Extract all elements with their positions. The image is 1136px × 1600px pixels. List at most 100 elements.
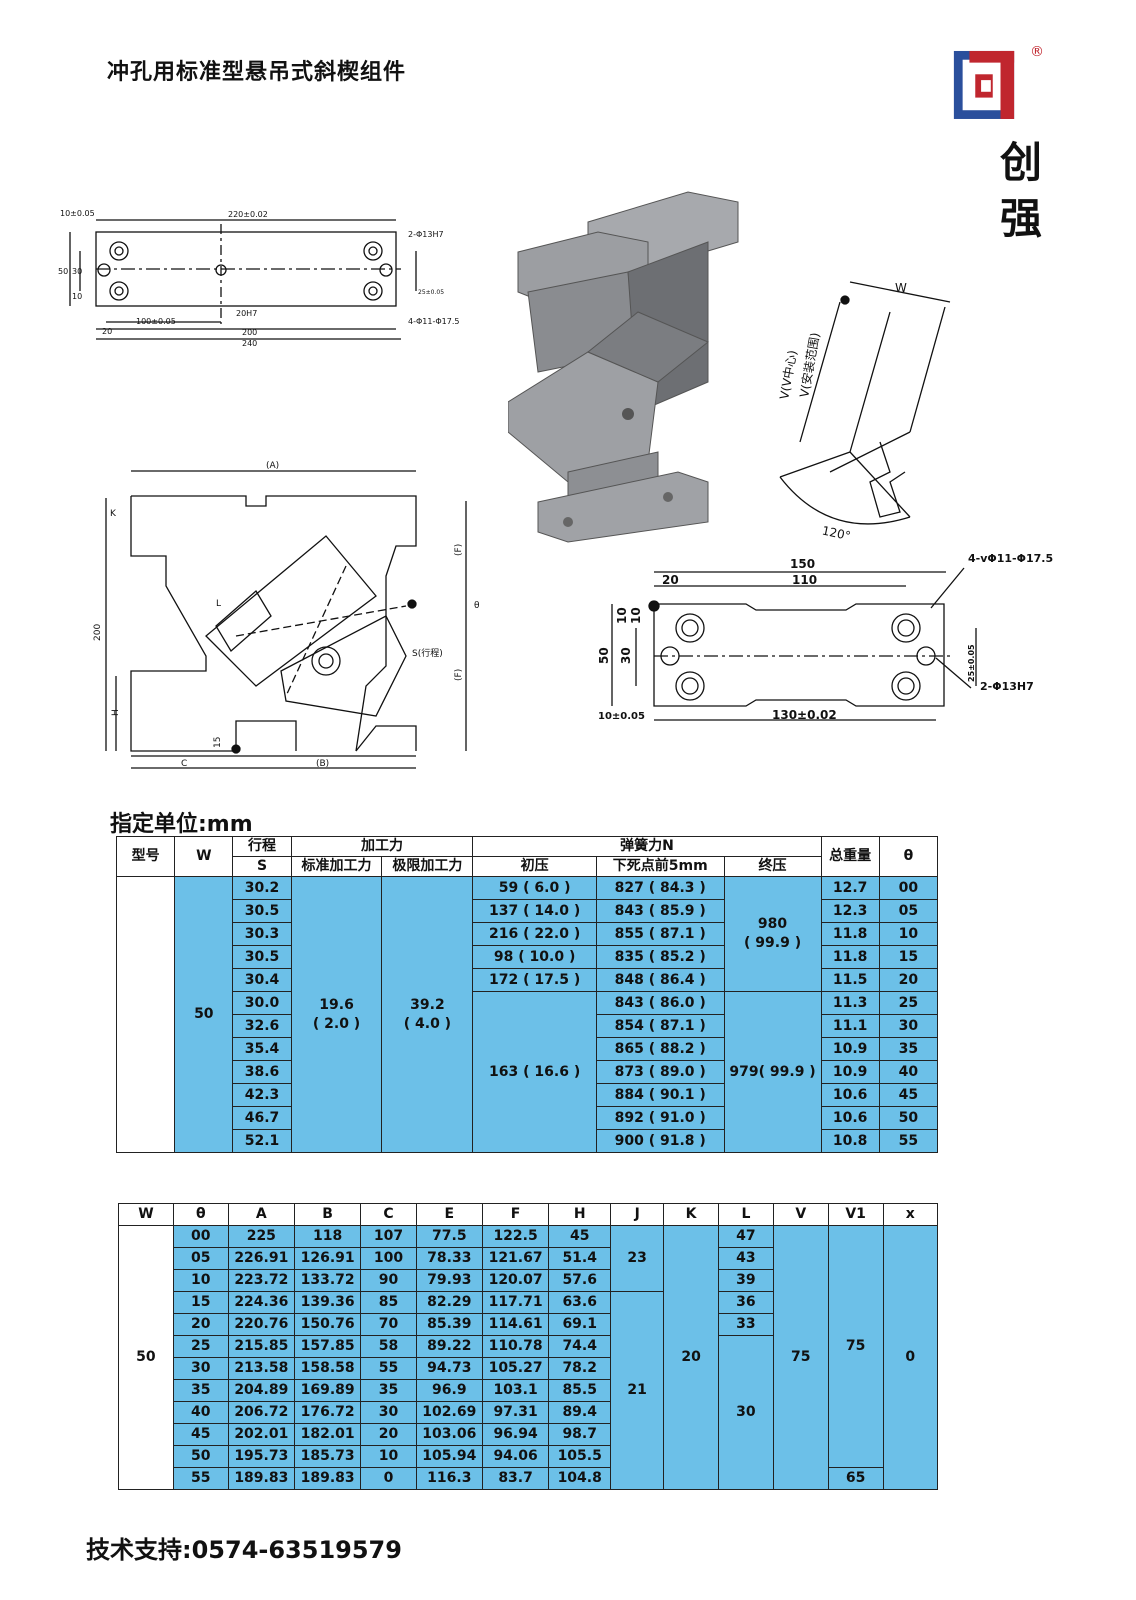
th-w: W xyxy=(174,836,234,877)
stroke-cell: 52.1 xyxy=(232,1129,292,1153)
b-cell: 158.58 xyxy=(293,1357,362,1380)
a-cell: 204.89 xyxy=(227,1379,295,1402)
weight-cell: 10.9 xyxy=(820,1037,880,1061)
v1-cell: 65 xyxy=(827,1467,884,1490)
base-plan-drawing: 150 20 110 4-vΦ11-Φ17.5 10 10 50 30 25±0… xyxy=(597,552,1053,722)
std-force-cell: 19.6 ( 2.0 ) xyxy=(290,876,383,1153)
max-force-cell: 39.2 ( 4.0 ) xyxy=(381,876,474,1153)
final-cell: 979( 99.9 ) xyxy=(723,991,822,1153)
weight-cell: 10.9 xyxy=(820,1060,880,1084)
k-cell: 20 xyxy=(663,1225,719,1490)
th-bdc: 下死点前5mm xyxy=(595,856,725,877)
wedge-v-center: V(V中心) xyxy=(776,349,799,401)
th-v1: V1 xyxy=(827,1203,884,1226)
dim-pins: 2-Φ13H7 xyxy=(408,230,444,239)
weight-cell: 10.6 xyxy=(820,1083,880,1107)
bdc-cell: 843 ( 85.9 ) xyxy=(595,899,725,923)
weight-cell: 12.7 xyxy=(820,876,880,900)
a-cell: 213.58 xyxy=(227,1357,295,1380)
h-cell: 98.7 xyxy=(548,1423,612,1446)
a-cell: 189.83 xyxy=(227,1467,295,1490)
theta-cell: 00 xyxy=(878,876,939,900)
f-cell: 121.67 xyxy=(481,1247,550,1270)
e-cell: 82.29 xyxy=(415,1291,483,1314)
e-cell: 96.9 xyxy=(415,1379,483,1402)
c-cell: 20 xyxy=(360,1423,417,1446)
e-cell: 105.94 xyxy=(415,1445,483,1468)
l-cell: 36 xyxy=(718,1291,774,1314)
dim-220: 220±0.02 xyxy=(228,210,268,219)
c-cell: 35 xyxy=(360,1379,417,1402)
th-c: C xyxy=(360,1203,417,1226)
th-v: V xyxy=(772,1203,829,1226)
weight-cell: 11.8 xyxy=(820,945,880,969)
h-cell: 104.8 xyxy=(548,1467,612,1490)
th-model: 型号 xyxy=(115,836,176,877)
initial-cell: 216 ( 22.0 ) xyxy=(472,922,597,946)
bdc-cell: 892 ( 91.0 ) xyxy=(595,1106,725,1130)
e-cell: 116.3 xyxy=(415,1467,483,1490)
th-f: F xyxy=(481,1203,550,1226)
theta-cell: 30 xyxy=(878,1014,939,1038)
a-cell: 195.73 xyxy=(227,1445,295,1468)
base-130: 130±0.02 xyxy=(772,708,837,722)
c-cell: 30 xyxy=(360,1401,417,1424)
c-cell: 58 xyxy=(360,1335,417,1358)
c-cell: 10 xyxy=(360,1445,417,1468)
h-cell: 78.2 xyxy=(548,1357,612,1380)
dim-25: 25±0.05 xyxy=(418,289,444,296)
weight-cell: 10.6 xyxy=(820,1106,880,1130)
e-cell: 102.69 xyxy=(415,1401,483,1424)
support-contact: 技术支持:0574-63519579 xyxy=(86,1536,402,1564)
h-cell: 85.5 xyxy=(548,1379,612,1402)
weight-cell: 11.1 xyxy=(820,1014,880,1038)
th-initial: 初压 xyxy=(472,856,597,877)
base-30: 30 xyxy=(619,647,633,664)
th-cell: 10 xyxy=(172,1269,229,1292)
stroke-cell: 30.0 xyxy=(232,991,292,1015)
brand-name-2: 强 xyxy=(1000,194,1043,243)
bdc-cell: 854 ( 87.1 ) xyxy=(595,1014,725,1038)
dim-holes: 4-Φ11-Φ17.5 xyxy=(408,317,459,326)
theta-cell: 45 xyxy=(878,1083,939,1107)
th-e: E xyxy=(415,1203,483,1226)
brand-name-1: 创 xyxy=(1000,138,1043,187)
b-cell: 126.91 xyxy=(293,1247,362,1270)
b-cell: 169.89 xyxy=(293,1379,362,1402)
side-l: L xyxy=(216,599,221,609)
l-cell: 30 xyxy=(718,1335,774,1490)
side-view-drawing: (A) K (F) (F) H 200 S(行程) θ C (B) 15 L xyxy=(93,461,480,769)
side-b: (B) xyxy=(316,759,329,769)
a-cell: 206.72 xyxy=(227,1401,295,1424)
base-20: 20 xyxy=(662,573,679,587)
f-cell: 117.71 xyxy=(481,1291,550,1314)
th-theta: θ xyxy=(878,836,939,877)
c-cell: 70 xyxy=(360,1313,417,1336)
h-cell: 57.6 xyxy=(548,1269,612,1292)
f-cell: 122.5 xyxy=(481,1225,550,1248)
side-c: C xyxy=(181,759,187,769)
th-final: 终压 xyxy=(723,856,822,877)
dim-100: 100±0.05 xyxy=(136,317,176,326)
base-pins: 2-Φ13H7 xyxy=(980,680,1034,693)
b-cell: 133.72 xyxy=(293,1269,362,1292)
stroke-cell: 30.4 xyxy=(232,968,292,992)
th-w: W xyxy=(118,1203,174,1226)
unit-label: 指定单位:mm xyxy=(110,812,253,837)
th-a: A xyxy=(227,1203,295,1226)
base-10a: 10 xyxy=(615,607,629,624)
b-cell: 185.73 xyxy=(293,1445,362,1468)
dim-240: 240 xyxy=(242,339,257,348)
base-25: 25±0.05 xyxy=(967,644,976,682)
